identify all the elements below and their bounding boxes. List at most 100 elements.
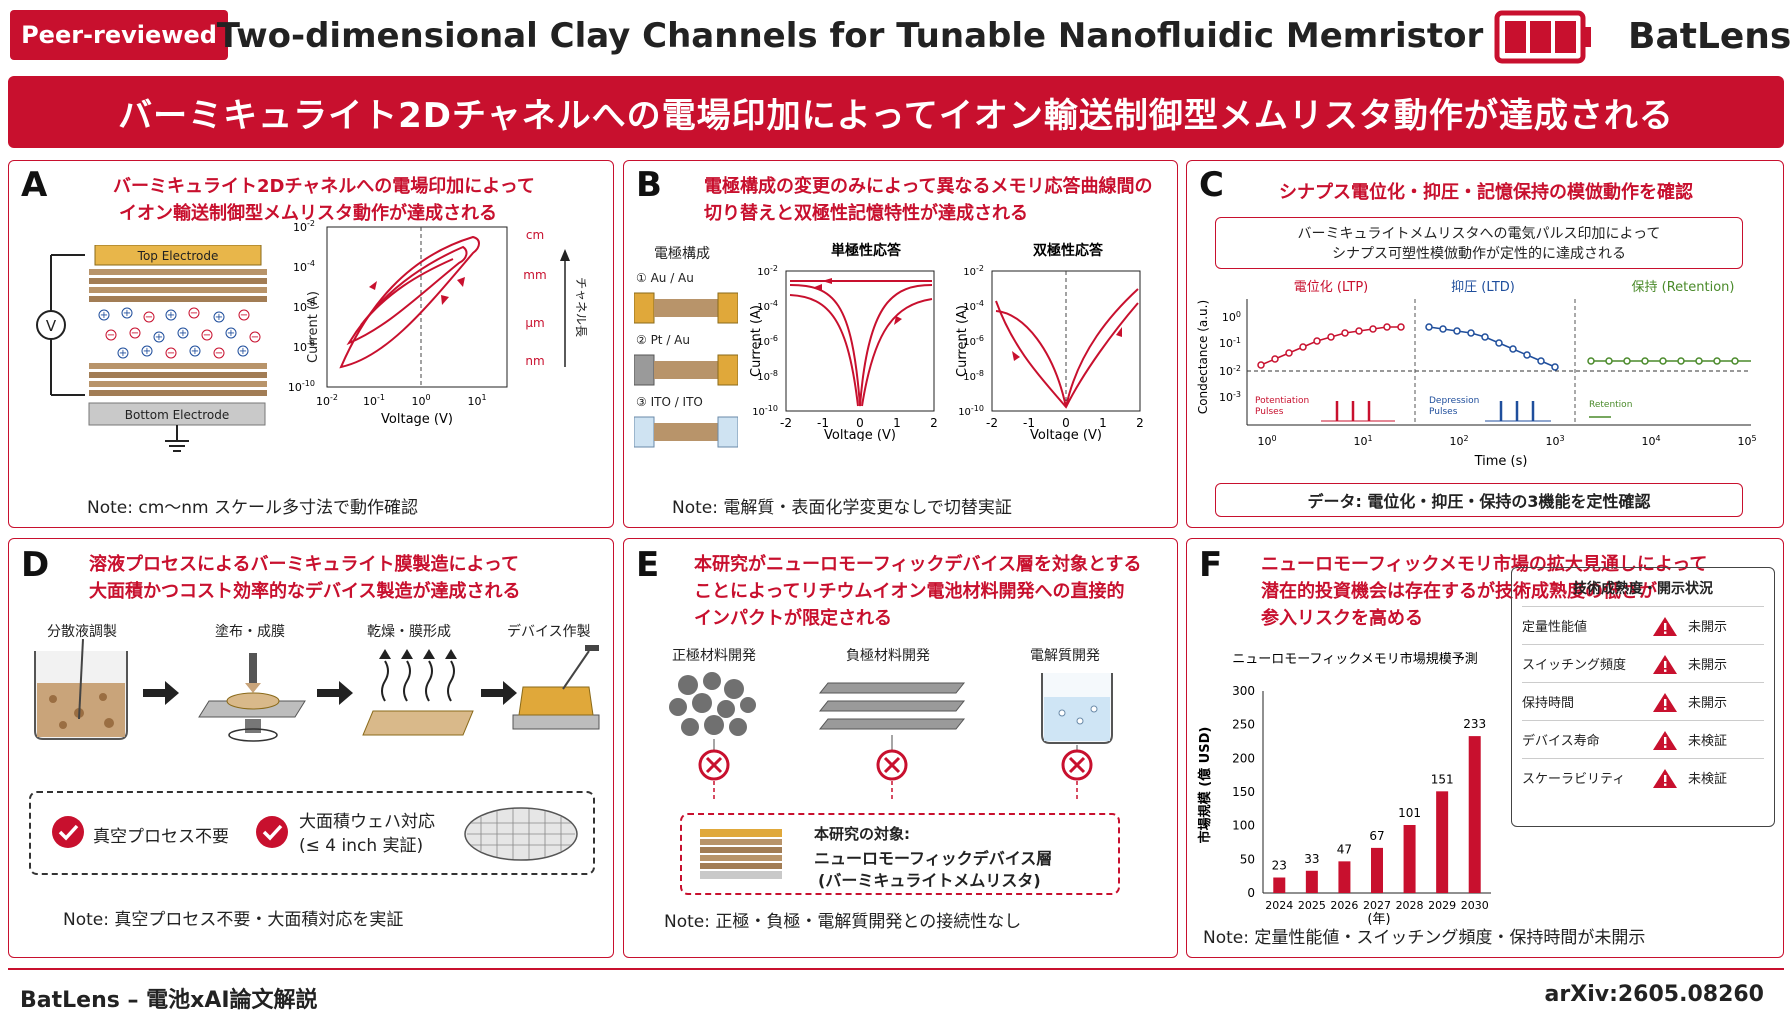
svg-text:−: − xyxy=(167,348,175,359)
trl-row: 保持時間 未開示 xyxy=(1522,682,1764,720)
svg-text:-1: -1 xyxy=(817,416,829,430)
panel-a-title-1: バーミキュライト2Dチャネルへの電場印加によって xyxy=(113,176,535,197)
svg-text:+: + xyxy=(191,346,199,357)
summary-banner: バーミキュライト2Dチャネルへの電場印加によってイオン輸送制御型メムリスタ動作が… xyxy=(8,76,1784,148)
svg-text:10-4: 10-4 xyxy=(963,299,984,313)
trl-item: デバイス寿命 xyxy=(1522,734,1600,749)
svg-text:10-2: 10-2 xyxy=(293,219,315,234)
svg-text:104: 104 xyxy=(1641,434,1660,448)
electrode-config-head: 電極構成 xyxy=(654,246,710,262)
bar-value-label: 101 xyxy=(1398,806,1421,820)
device-fabrication-icon xyxy=(512,645,600,730)
bar xyxy=(1338,861,1351,893)
graphite-layers-icon xyxy=(818,682,966,730)
panel-b-title-2: 切り替えと双極性記憶特性が達成される xyxy=(704,203,1028,224)
svg-text:+: + xyxy=(100,310,108,321)
panel-a: A バーミキュライト2Dチャネルへの電場印加によって イオン輸送制御型メムリスタ… xyxy=(8,160,614,528)
panel-f-label: F xyxy=(1199,545,1223,585)
memristor-device-diagram: V Top Electrode + + − + − + − − − + + − … xyxy=(36,245,267,452)
panel-d: D 溶液プロセスによるバーミキュライト膜製造によって 大面積かつコスト効率的なデ… xyxy=(8,538,614,958)
svg-text:+: + xyxy=(227,328,235,339)
bar-value-label: 67 xyxy=(1369,829,1384,843)
svg-text:Current (A): Current (A) xyxy=(306,291,321,363)
y-tick-label: 300 xyxy=(1232,684,1255,698)
panel-a-x-ticks: 10-2 10-1 100 101 xyxy=(316,393,487,408)
panel-e-label: E xyxy=(636,545,660,585)
panel-e-title-2: ことによってリチウムイオン電池材料開発への直接的 xyxy=(694,581,1125,602)
synaptic-chart: Condectance (a.u.) 電位化 (LTP) 抑圧 (LTD) 保持… xyxy=(1196,280,1757,469)
svg-text:-2: -2 xyxy=(780,416,792,430)
svg-text:Depression: Depression xyxy=(1429,396,1479,406)
svg-text:10-2: 10-2 xyxy=(757,264,778,278)
electrolyte-dev-label: 電解質開発 xyxy=(1030,648,1100,664)
panel-e-note: Note: 正極・負極・電解質開発との接続性なし xyxy=(664,912,1022,932)
config-1-label: ① Au / Au xyxy=(636,271,694,285)
panel-e: E 本研究がニューロモーフィックデバイス層を対象とする ことによってリチウムイオ… xyxy=(623,538,1178,958)
svg-text:−: − xyxy=(145,312,153,323)
research-target-2: (バーミキュライトメムリスタ) xyxy=(818,871,1041,890)
panel-d-note: Note: 真空プロセス不要・大面積対応を実証 xyxy=(63,910,404,930)
footer-divider xyxy=(8,968,1784,970)
trl-item: 定量性能値 xyxy=(1522,620,1588,635)
panel-d-label: D xyxy=(21,545,50,585)
unipolar-chart: 単極性応答 Current (A) 10-2 10-4 10-6 10-8 10… xyxy=(749,242,938,441)
svg-text:+: + xyxy=(239,346,247,357)
panel-f-note: Note: 定量性能値・スイッチング頻度・保持時間が未開示 xyxy=(1203,928,1646,948)
cathode-dev-label: 正極材料開発 xyxy=(672,648,756,664)
y-tick-label: 0 xyxy=(1247,886,1255,900)
battery-icon xyxy=(1494,10,1591,64)
trl-row: デバイス寿命未検証 xyxy=(1522,720,1764,758)
svg-text:Retention: Retention xyxy=(1589,400,1632,410)
svg-text:103: 103 xyxy=(1545,434,1564,448)
warning-icon xyxy=(1653,692,1677,712)
ions-icon: + + − + − + − − − + + − + − + + − + − + xyxy=(98,307,261,359)
panel-b: B 電極構成の変更のみによって異なるメモリ応答曲線間の 切り替えと双極性記憶特性… xyxy=(623,160,1178,528)
research-target-head: 本研究の対象: xyxy=(814,825,910,843)
benefits-box xyxy=(29,791,595,875)
benefit-wafer: 大面積ウェハ対応 xyxy=(299,812,435,832)
y-tick-label: 150 xyxy=(1232,785,1255,799)
arrow-icon xyxy=(143,681,179,705)
wafer-icon xyxy=(464,807,578,861)
panel-e-title-3: インパクトが限定される xyxy=(694,608,892,629)
trl-item: 保持時間 xyxy=(1522,696,1575,711)
step-1-label: 分散液調製 xyxy=(47,624,117,640)
svg-text:0: 0 xyxy=(856,416,864,430)
svg-text:1: 1 xyxy=(1099,416,1107,430)
warning-icon xyxy=(1653,768,1677,788)
bar-value-label: 33 xyxy=(1304,852,1319,866)
svg-text:101: 101 xyxy=(467,393,486,408)
vermiculite-memristor-icon xyxy=(700,829,782,879)
svg-text:10-8: 10-8 xyxy=(293,339,315,354)
svg-text:+: + xyxy=(119,348,127,359)
svg-text:105: 105 xyxy=(1737,434,1756,448)
svg-text:双極性応答: 双極性応答 xyxy=(1033,242,1104,259)
svg-text:2: 2 xyxy=(1136,416,1144,430)
svg-text:1: 1 xyxy=(893,416,901,430)
bar-value-label: 233 xyxy=(1463,717,1486,731)
trl-status: 未開示 xyxy=(1688,696,1728,711)
svg-text:−: − xyxy=(251,332,259,343)
bar xyxy=(1273,877,1286,893)
panel-f-title-1: ニューロモーフィックメモリ市場の拡大見通しによって xyxy=(1261,554,1708,575)
panel-b-title-1: 電極構成の変更のみによって異なるメモリ応答曲線間の xyxy=(704,176,1153,197)
svg-text:102: 102 xyxy=(1449,434,1468,448)
beaker-icon xyxy=(34,639,128,740)
svg-text:Time (s): Time (s) xyxy=(1474,454,1528,469)
chart-y-label: 市場規模 (億 USD) xyxy=(1197,727,1213,844)
svg-text:10-2: 10-2 xyxy=(316,393,338,408)
config-2-label: ② Pt / Au xyxy=(636,333,690,347)
svg-text:10-10: 10-10 xyxy=(288,379,315,394)
benefit-wafer-size: (≤ 4 inch 実証) xyxy=(299,836,424,856)
svg-text:Voltage (V): Voltage (V) xyxy=(381,412,453,427)
electrode-configs-diagram xyxy=(634,292,738,448)
svg-text:10-8: 10-8 xyxy=(757,369,778,383)
panel-e-title-1: 本研究がニューロモーフィックデバイス層を対象とする xyxy=(694,554,1142,575)
svg-text:+: + xyxy=(123,308,131,319)
svg-text:10-6: 10-6 xyxy=(293,299,315,314)
sweep-arrows xyxy=(369,277,465,305)
svg-text:+: + xyxy=(167,310,175,321)
svg-text:+: + xyxy=(179,328,187,339)
svg-text:10-8: 10-8 xyxy=(963,369,984,383)
warning-icon xyxy=(1653,616,1677,636)
